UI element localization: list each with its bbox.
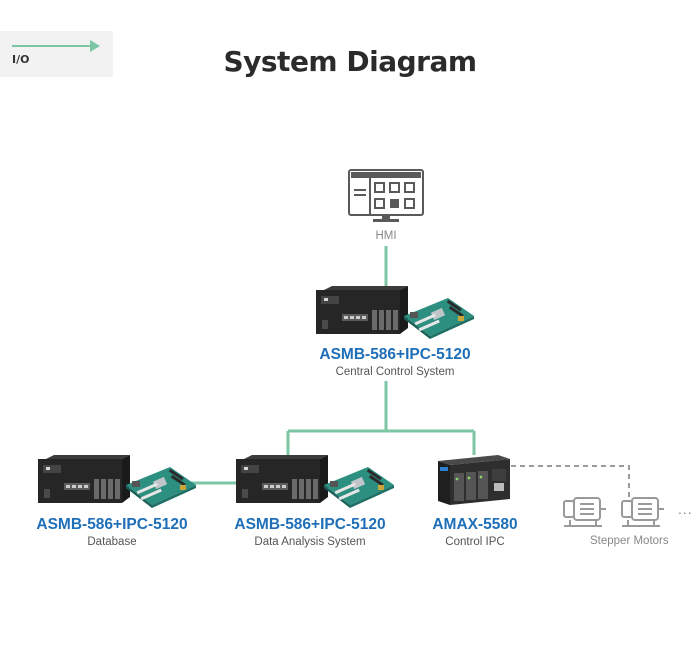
amax-desc: Control IPC	[445, 536, 505, 548]
amax-node: AMAX-5580 Control IPC	[420, 453, 530, 549]
link-amax-motors	[502, 465, 630, 497]
analysis-desc: Data Analysis System	[254, 536, 366, 548]
central-desc: Central Control System	[335, 366, 455, 378]
legend-label: I/O	[12, 53, 30, 66]
hmi-label: HMI	[375, 230, 397, 242]
industrial-pc-icon	[38, 455, 196, 508]
legend: I/O	[0, 31, 113, 77]
database-model: ASMB-586+IPC-5120	[36, 516, 188, 533]
motor-icon	[621, 497, 664, 527]
amax-model: AMAX-5580	[432, 516, 518, 533]
arrow-right-icon	[90, 40, 100, 52]
database-desc: Database	[87, 536, 137, 548]
analysis-node: ASMB-586+IPC-5120 Data Analysis System	[232, 455, 402, 549]
motor-icon	[563, 497, 606, 527]
io-line-sample	[12, 45, 92, 47]
industrial-pc-icon	[316, 286, 474, 339]
controller-icon	[438, 455, 510, 505]
central-model: ASMB-586+IPC-5120	[319, 346, 471, 363]
stepper-motors-label: Stepper Motors	[590, 535, 669, 547]
stepper-motors-node: ... Stepper Motors	[560, 495, 700, 549]
monitor-icon	[348, 169, 424, 222]
stepper-motor-icons	[563, 497, 664, 527]
more-indicator: ...	[678, 501, 693, 517]
analysis-model: ASMB-586+IPC-5120	[234, 516, 386, 533]
industrial-pc-icon	[236, 455, 394, 508]
hmi-node: HMI	[340, 168, 432, 246]
page-title: System Diagram	[223, 45, 477, 78]
database-node: ASMB-586+IPC-5120 Database	[34, 455, 204, 549]
central-control-node: ASMB-586+IPC-5120 Central Control System	[310, 286, 480, 382]
